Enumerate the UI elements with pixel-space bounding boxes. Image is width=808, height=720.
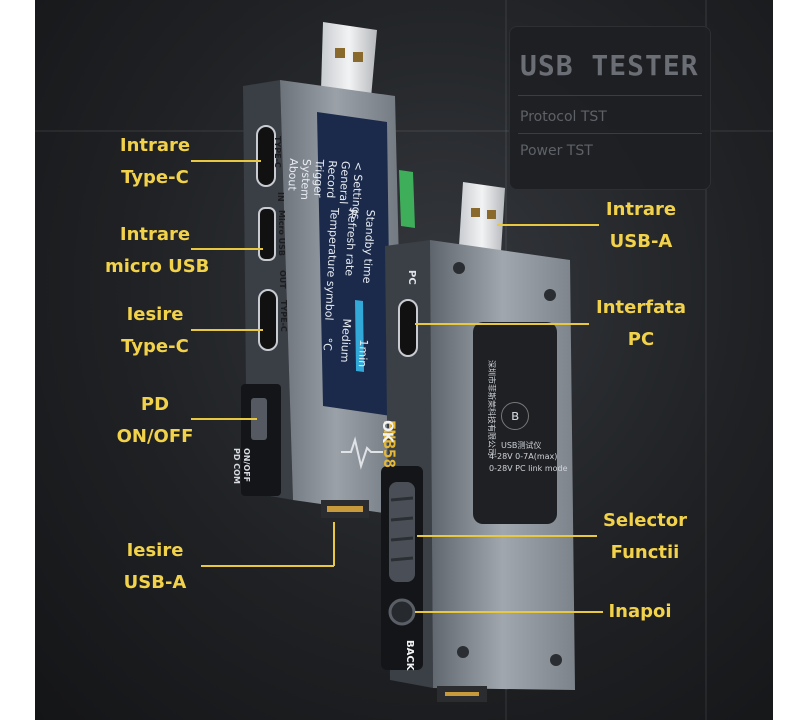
- device-screen: [317, 112, 391, 416]
- callout-line-2: Type-C: [121, 335, 189, 357]
- callout-line-1: Inapoi: [608, 601, 672, 622]
- callout-line-1: Intrare: [119, 135, 191, 156]
- callout-line-1: Selector: [602, 510, 688, 531]
- usb-tester-panel: USB TESTER Protocol TST Power TST: [509, 26, 711, 190]
- background-grid-line: [705, 0, 707, 720]
- menu-item: Record: [324, 159, 340, 199]
- callout-intrare-micro: Intrare micro USB: [105, 219, 210, 282]
- menu-item: General: [336, 160, 353, 205]
- callout-line-2: USB-A: [609, 230, 673, 252]
- bottom-connector-tongue: [445, 692, 479, 696]
- wheel-ridge: [390, 556, 414, 562]
- sticker-spec-2: 0-28V PC link mode: [489, 464, 568, 473]
- usb-a-plug: [459, 182, 505, 252]
- bluetooth-icon: ʙ: [501, 402, 529, 430]
- menu-item: System: [297, 158, 314, 201]
- back-label: BACK: [404, 640, 415, 671]
- out-label: OUT: [278, 270, 287, 289]
- panel-line-protocol: Protocol TST: [520, 109, 607, 125]
- callout-interfata-pc: Interfata PC: [591, 292, 691, 355]
- screw: [457, 646, 469, 658]
- pc-port: [398, 299, 418, 357]
- pc-label: PC: [406, 270, 417, 285]
- callout-intrare-usba: Intrare USB-A: [601, 194, 681, 257]
- callout-line-1: Intrare: [605, 199, 677, 220]
- panel-divider: [518, 133, 702, 134]
- wheel-ridge: [390, 516, 414, 522]
- callout-iesire-usba: Iesire USB-A: [115, 535, 195, 598]
- setting-label: Refresh rate: [342, 208, 360, 277]
- menu-item: Trigger: [311, 159, 327, 198]
- callout-line-2: ON/OFF: [116, 425, 194, 447]
- sticker-spec-1: 4-28V 0-7A(max): [489, 452, 558, 461]
- callout-inapoi: Inapoi: [605, 596, 675, 628]
- sticker-product: USB测试仪: [501, 441, 542, 450]
- setting-value: °C: [320, 337, 335, 352]
- typec-port-out: [258, 289, 278, 351]
- micro-usb-port: [258, 207, 276, 261]
- callout-selector: Selector Functii: [595, 505, 695, 568]
- usb-a-plug: [321, 22, 377, 98]
- screw: [550, 654, 562, 666]
- plug-contact: [487, 210, 496, 219]
- callout-line-1: Interfata: [596, 297, 686, 318]
- setting-value: 1min: [355, 339, 371, 368]
- pd-switch: [251, 398, 267, 440]
- usb-a-out-tongue: [327, 506, 363, 512]
- callout-pd-onoff: PD ON/OFF: [115, 389, 195, 452]
- product-photo: USB TESTER Protocol TST Power TST: [35, 0, 773, 720]
- screw: [544, 289, 556, 301]
- callout-iesire-typec: Iesire Type-C: [115, 299, 195, 362]
- plug-contact: [471, 208, 480, 217]
- pd-switch-label: ON/OFF: [242, 448, 251, 483]
- setting-label: Temperature symbol: [322, 207, 342, 321]
- panel-title: USB TESTER: [520, 49, 699, 82]
- typec-port-in: [256, 125, 276, 187]
- screen-bar: [355, 300, 364, 372]
- in-label: IN: [276, 192, 285, 202]
- callout-line-2: PC: [627, 328, 655, 350]
- callout-line-1: PD: [140, 394, 170, 415]
- callout-lines: [191, 160, 603, 613]
- screw: [453, 262, 465, 274]
- right-device: [381, 182, 575, 702]
- panel-divider: [518, 95, 702, 96]
- back-button: [388, 598, 416, 626]
- plug-contact: [335, 48, 345, 58]
- plug-contact: [353, 52, 363, 62]
- background-grid-line: [35, 130, 773, 132]
- screen-settings: Standby time Refresh rate Temperature sy…: [299, 206, 377, 369]
- callout-intrare-typec: Intrare Type-C: [115, 130, 195, 193]
- logo-wave: [341, 436, 383, 470]
- setting-value: Medium: [337, 318, 354, 363]
- port-label-micro: Micro USB: [277, 210, 286, 257]
- port-label-typec-in: TYPE-C: [273, 136, 282, 168]
- callout-line-1: Iesire: [126, 540, 184, 561]
- device-illustration: [191, 22, 603, 702]
- wheel-ridge: [390, 536, 414, 542]
- callout-line-1: Iesire: [126, 304, 184, 325]
- screen-highlight: [399, 170, 415, 228]
- callout-line-2: Type-C: [121, 166, 189, 188]
- wheel-ridge: [390, 496, 414, 502]
- sticker-spec-block: USB测试仪 4-28V 0-7A(max) 0-28V PC link mod…: [489, 440, 568, 500]
- callout-line-2: USB-A: [123, 571, 187, 593]
- ok-label: OK: [379, 420, 395, 443]
- port-label-typec-out: TYPE-C: [279, 300, 288, 332]
- left-device: [241, 22, 415, 518]
- pd-label: PD COM: [232, 448, 241, 484]
- panel-line-power: Power TST: [520, 143, 593, 159]
- callout-line-2: Functii: [610, 541, 680, 563]
- callout-line-1: Intrare: [119, 224, 191, 245]
- callout-line-2: micro USB: [105, 255, 210, 277]
- menu-item: About: [285, 157, 301, 192]
